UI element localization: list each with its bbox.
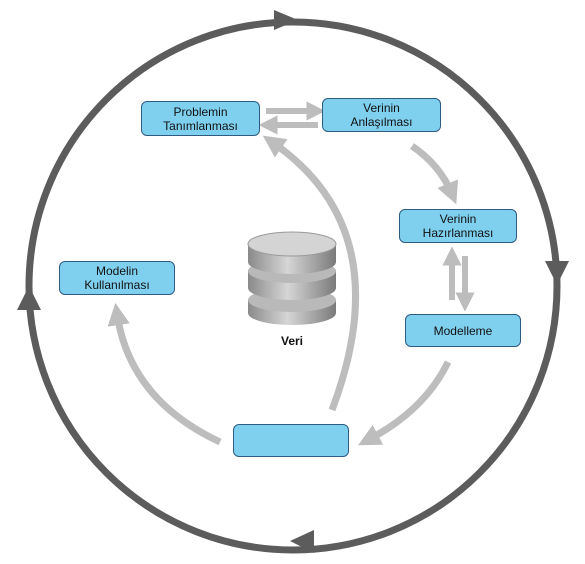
outer-left-arrowhead xyxy=(17,286,41,310)
outer-top-arrowhead xyxy=(274,10,298,30)
arrow-evaluation-to-deployment xyxy=(107,302,222,446)
step-data-preparation: Verinin Hazırlanması xyxy=(399,209,517,243)
database-label: Veri xyxy=(280,334,304,348)
step-label-line1: Verinin xyxy=(439,212,477,226)
step-label-line1: Modelin xyxy=(95,264,139,278)
database-icon xyxy=(247,231,337,325)
outer-right-arrowhead xyxy=(545,261,569,285)
step-data-understanding: Verinin Anlaşılması xyxy=(322,98,441,132)
step-problem-definition: Problemin Tanımlanması xyxy=(141,101,260,136)
step-label-line1: Verinin xyxy=(363,101,400,115)
outer-bottom-arrowhead xyxy=(290,530,314,553)
step-modeling: Modelleme xyxy=(405,314,521,347)
arrow-understanding-to-preparation xyxy=(410,143,459,205)
arrow-evaluation-to-problem xyxy=(262,135,360,412)
step-label-line1: Modelleme xyxy=(433,323,493,338)
step-label-line2: Kullanılması xyxy=(84,278,150,292)
step-model-deployment: Modelin Kullanılması xyxy=(59,261,175,295)
step-label-line2: Hazırlanması xyxy=(422,226,494,240)
arrow-modeling-to-evaluation xyxy=(358,360,452,446)
step-evaluation xyxy=(233,424,349,457)
step-label-line2: Tanımlanması xyxy=(163,118,238,133)
step-label-line2: Anlaşılması xyxy=(350,115,413,129)
step-label-line1: Problemin xyxy=(173,104,228,119)
